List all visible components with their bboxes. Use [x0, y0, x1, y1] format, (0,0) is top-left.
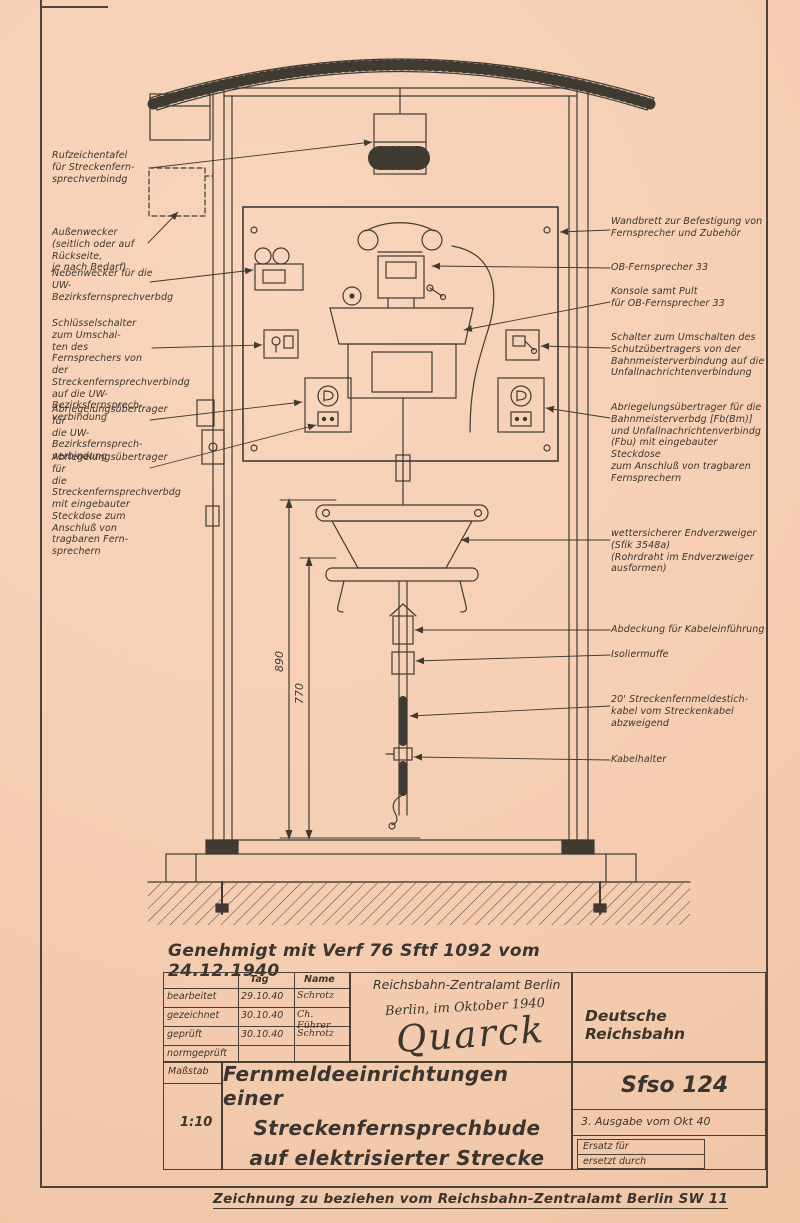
- right-border-rule: [766, 0, 768, 1186]
- drawing-number-box: Sfso 124 3. Ausgabe vom Okt 40 Ersatz fü…: [572, 1062, 767, 1170]
- row-signature: Schrotz: [297, 1028, 335, 1039]
- table-divider: [164, 1045, 351, 1046]
- end-distributor: [315, 504, 489, 613]
- row-label: bearbeitet: [167, 991, 217, 1002]
- lever-switch: [505, 329, 540, 361]
- label-console: Konsole samt Pult für OB-Fernsprecher 33: [611, 286, 725, 309]
- company-box: Deutsche Reichsbahn: [572, 972, 766, 1062]
- table-divider: [573, 1135, 767, 1136]
- left-border-rule: [40, 0, 42, 1186]
- drawing-title-line2: Streckenfernsprechbude: [253, 1116, 541, 1140]
- curved-roof: [147, 58, 656, 111]
- telephone-ob33: [342, 222, 495, 433]
- drawing-number: Sfso 124: [621, 1073, 729, 1098]
- console-desk: [329, 307, 474, 399]
- secondary-bell: [254, 247, 304, 291]
- scale-label: Maßstab: [168, 1066, 209, 1077]
- table-divider: [294, 973, 295, 1063]
- row-date: 30.10.40: [241, 1010, 284, 1021]
- table-divider: [164, 988, 351, 989]
- table-divider: [164, 1007, 351, 1008]
- approver-signature: Quarck: [394, 1007, 547, 1062]
- office-name: Reichsbahn-Zentralamt Berlin: [373, 977, 561, 992]
- drawing-title-box: Fernmeldeeinrichtungen einer Streckenfer…: [222, 1062, 572, 1170]
- revision-table: Tag Name bearbeitet 29.10.40 Schrotz gez…: [163, 972, 351, 1063]
- top-border-tick: [42, 6, 108, 8]
- dimension-770: 770: [293, 683, 306, 704]
- ground-hatching: [148, 883, 690, 925]
- scale-box: Maßstab 1:10: [163, 1062, 223, 1170]
- row-date: 30.10.40: [241, 1029, 284, 1040]
- row-signature: Ch. Führer: [297, 1009, 331, 1031]
- row-label: geprüft: [167, 1029, 202, 1040]
- table-divider: [573, 1109, 767, 1110]
- phone-cable: [451, 245, 495, 433]
- replacement-box: Ersatz für ersetzt durch: [577, 1139, 705, 1169]
- drawing-title-line3: auf elektrisierter Strecke: [249, 1146, 545, 1170]
- outdoor-bell-dashed: [148, 167, 214, 217]
- table-divider: [164, 1083, 223, 1084]
- footer-order-note: Zeichnung zu beziehen vom Reichsbahn-Zen…: [213, 1191, 729, 1209]
- table-divider: [164, 1026, 351, 1027]
- label-secondary-bell: Nebenwecker für die UW-Bezirksfernsprech…: [52, 268, 174, 303]
- transformer-right: [497, 377, 545, 433]
- row-signature: Schrotz: [297, 990, 335, 1001]
- label-transformer-uw: Abriegelungsübertrager für die UW-Bezirk…: [52, 404, 168, 463]
- scale-value: 1:10: [180, 1115, 213, 1130]
- column-header-tag: Tag: [250, 974, 269, 985]
- label-key-switch: Schlüsselschalter zum Umschal- ten des F…: [52, 318, 190, 424]
- table-divider: [578, 1154, 704, 1155]
- booth-walls: [212, 85, 589, 846]
- drop-cable: [395, 397, 411, 506]
- label-insulating-sleeve: Isoliermuffe: [611, 649, 669, 660]
- wall-board: [242, 206, 559, 462]
- row-date: 29.10.40: [241, 991, 284, 1002]
- replacement-for: Ersatz für: [583, 1141, 629, 1152]
- drawing-title-line1: Fernmeldeeinrichtungen einer: [223, 1062, 509, 1110]
- label-cable-holder: Kabelhalter: [611, 754, 667, 765]
- booth-technical-drawing: 890 770: [147, 58, 691, 925]
- label-cable-cover: Abdeckung für Kabeleinführung: [611, 624, 765, 635]
- call-sign-tablet: [368, 87, 432, 175]
- door-hardware: [196, 399, 225, 527]
- dimension-890: 890: [273, 651, 286, 672]
- label-lever-switch: Schalter zum Umschalten des Schutzübertr…: [611, 332, 765, 379]
- label-end-distributor: wettersicherer Endverzweiger (Sfik 3548a…: [611, 528, 757, 575]
- approval-note: Genehmigt mit Verf 76 Sftf 1092 vom 24.1…: [168, 941, 541, 981]
- bottom-border-rule: [40, 1186, 768, 1188]
- label-outdoor-bell: Außenwecker (seitlich oder auf Rückseite…: [52, 227, 135, 274]
- dimension-lines: [279, 498, 421, 840]
- company-name: Deutsche Reichsbahn: [585, 1007, 686, 1043]
- transformer-left: [304, 377, 352, 433]
- key-switch: [263, 329, 299, 359]
- row-label: gezeichnet: [167, 1010, 220, 1021]
- label-transformer-strecke: Abriegelungsübertrager für die Streckenf…: [52, 452, 182, 558]
- base-foundation: [147, 839, 691, 925]
- label-wall-board: Wandbrett zur Befestigung von Fernsprech…: [611, 216, 763, 239]
- cable-pole: [385, 580, 417, 830]
- office-box: Reichsbahn-Zentralamt Berlin Berlin, im …: [350, 972, 572, 1062]
- label-branch-cable: 20' Streckenfernmeldestich- kabel vom St…: [611, 694, 749, 729]
- column-header-name: Name: [304, 974, 335, 985]
- label-ob-fernsprecher: OB-Fernsprecher 33: [611, 262, 709, 273]
- label-call-sign-board: Rufzeichentafel für Streckenfern- sprech…: [52, 150, 135, 185]
- row-label: normgeprüft: [167, 1048, 227, 1059]
- table-divider: [238, 973, 239, 1063]
- outdoor-call-sign-board: [149, 93, 211, 141]
- replaced-by: ersetzt durch: [583, 1156, 647, 1167]
- leader-lines: [147, 139, 611, 761]
- edition-note: 3. Ausgabe vom Okt 40: [581, 1115, 711, 1128]
- label-transformer-bm: Abriegelungsübertrager für die Bahnmeist…: [611, 402, 762, 484]
